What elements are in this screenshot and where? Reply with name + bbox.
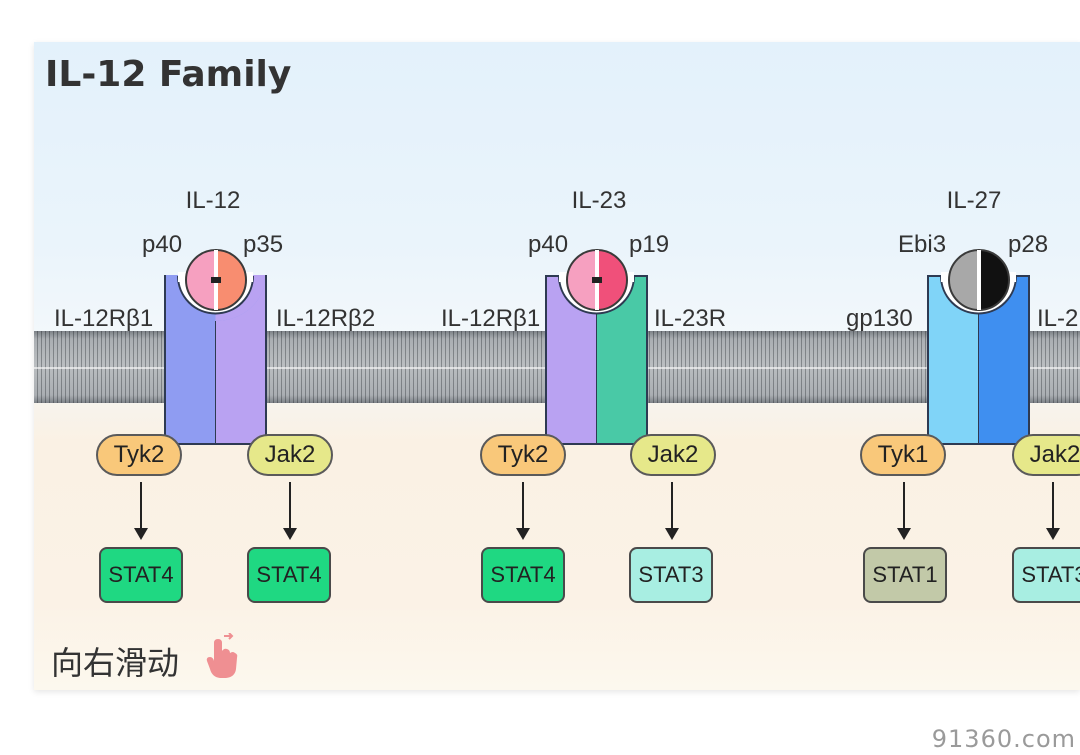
arrow-right-line bbox=[1052, 482, 1054, 532]
arrow-right-line bbox=[671, 482, 673, 532]
arrow-right-head bbox=[665, 528, 679, 540]
diagram-card: IL-12 Family IL-12 p40 p35 IL-12Rβ1 IL-1… bbox=[34, 42, 1080, 690]
arrow-right-line bbox=[289, 482, 291, 532]
cytokine-il-12-icon bbox=[185, 248, 247, 312]
swipe-hint[interactable]: 向右滑动 bbox=[51, 644, 180, 682]
subunit-right-label: p35 bbox=[243, 231, 284, 258]
cytokine-name: IL-23 bbox=[571, 187, 627, 214]
stat-right: STAT3 bbox=[1012, 547, 1080, 603]
stat-right: STAT4 bbox=[247, 547, 331, 603]
stat-left: STAT4 bbox=[481, 547, 565, 603]
arrow-left-head bbox=[134, 528, 148, 540]
stat-right: STAT3 bbox=[629, 547, 713, 603]
kinase-right: Jak2 bbox=[1012, 434, 1080, 476]
receptor-left-label: IL-12Rβ1 bbox=[54, 305, 154, 332]
kinase-right: Jak2 bbox=[247, 434, 333, 476]
subunit-right-label: p19 bbox=[629, 231, 670, 258]
receptor-left-label: gp130 bbox=[846, 305, 913, 332]
kinase-left: Tyk2 bbox=[96, 434, 182, 476]
subunit-left-label: p40 bbox=[528, 231, 569, 258]
arrow-left-line bbox=[140, 482, 142, 532]
receptor-right-label: IL-2 bbox=[1037, 305, 1079, 332]
receptor-left-label: IL-12Rβ1 bbox=[441, 305, 541, 332]
arrow-left-head bbox=[516, 528, 530, 540]
arrow-left-line bbox=[903, 482, 905, 532]
receptor-right-label: IL-23R bbox=[654, 305, 727, 332]
stat-left: STAT1 bbox=[863, 547, 947, 603]
subunit-right-label: p28 bbox=[1008, 231, 1049, 258]
watermark: 91360.com bbox=[931, 725, 1076, 753]
kinase-left: Tyk1 bbox=[860, 434, 946, 476]
kinase-left: Tyk2 bbox=[480, 434, 566, 476]
kinase-right: Jak2 bbox=[630, 434, 716, 476]
receptor-right-label: IL-12Rβ2 bbox=[276, 305, 376, 332]
cytokine-il-23-icon bbox=[566, 248, 628, 312]
cytokine-name: IL-27 bbox=[946, 187, 1002, 214]
arrow-left-line bbox=[522, 482, 524, 532]
arrow-right-head bbox=[1046, 528, 1060, 540]
stat-left: STAT4 bbox=[99, 547, 183, 603]
subunit-left-label: Ebi3 bbox=[898, 231, 947, 258]
arrow-right-head bbox=[283, 528, 297, 540]
arrow-left-head bbox=[897, 528, 911, 540]
swipe-hand-icon bbox=[206, 633, 238, 678]
cytokine-name: IL-12 bbox=[185, 187, 241, 214]
cytokine-il-27-icon bbox=[948, 248, 1010, 312]
diagram-title: IL-12 Family bbox=[45, 54, 292, 95]
subunit-left-label: p40 bbox=[142, 231, 183, 258]
